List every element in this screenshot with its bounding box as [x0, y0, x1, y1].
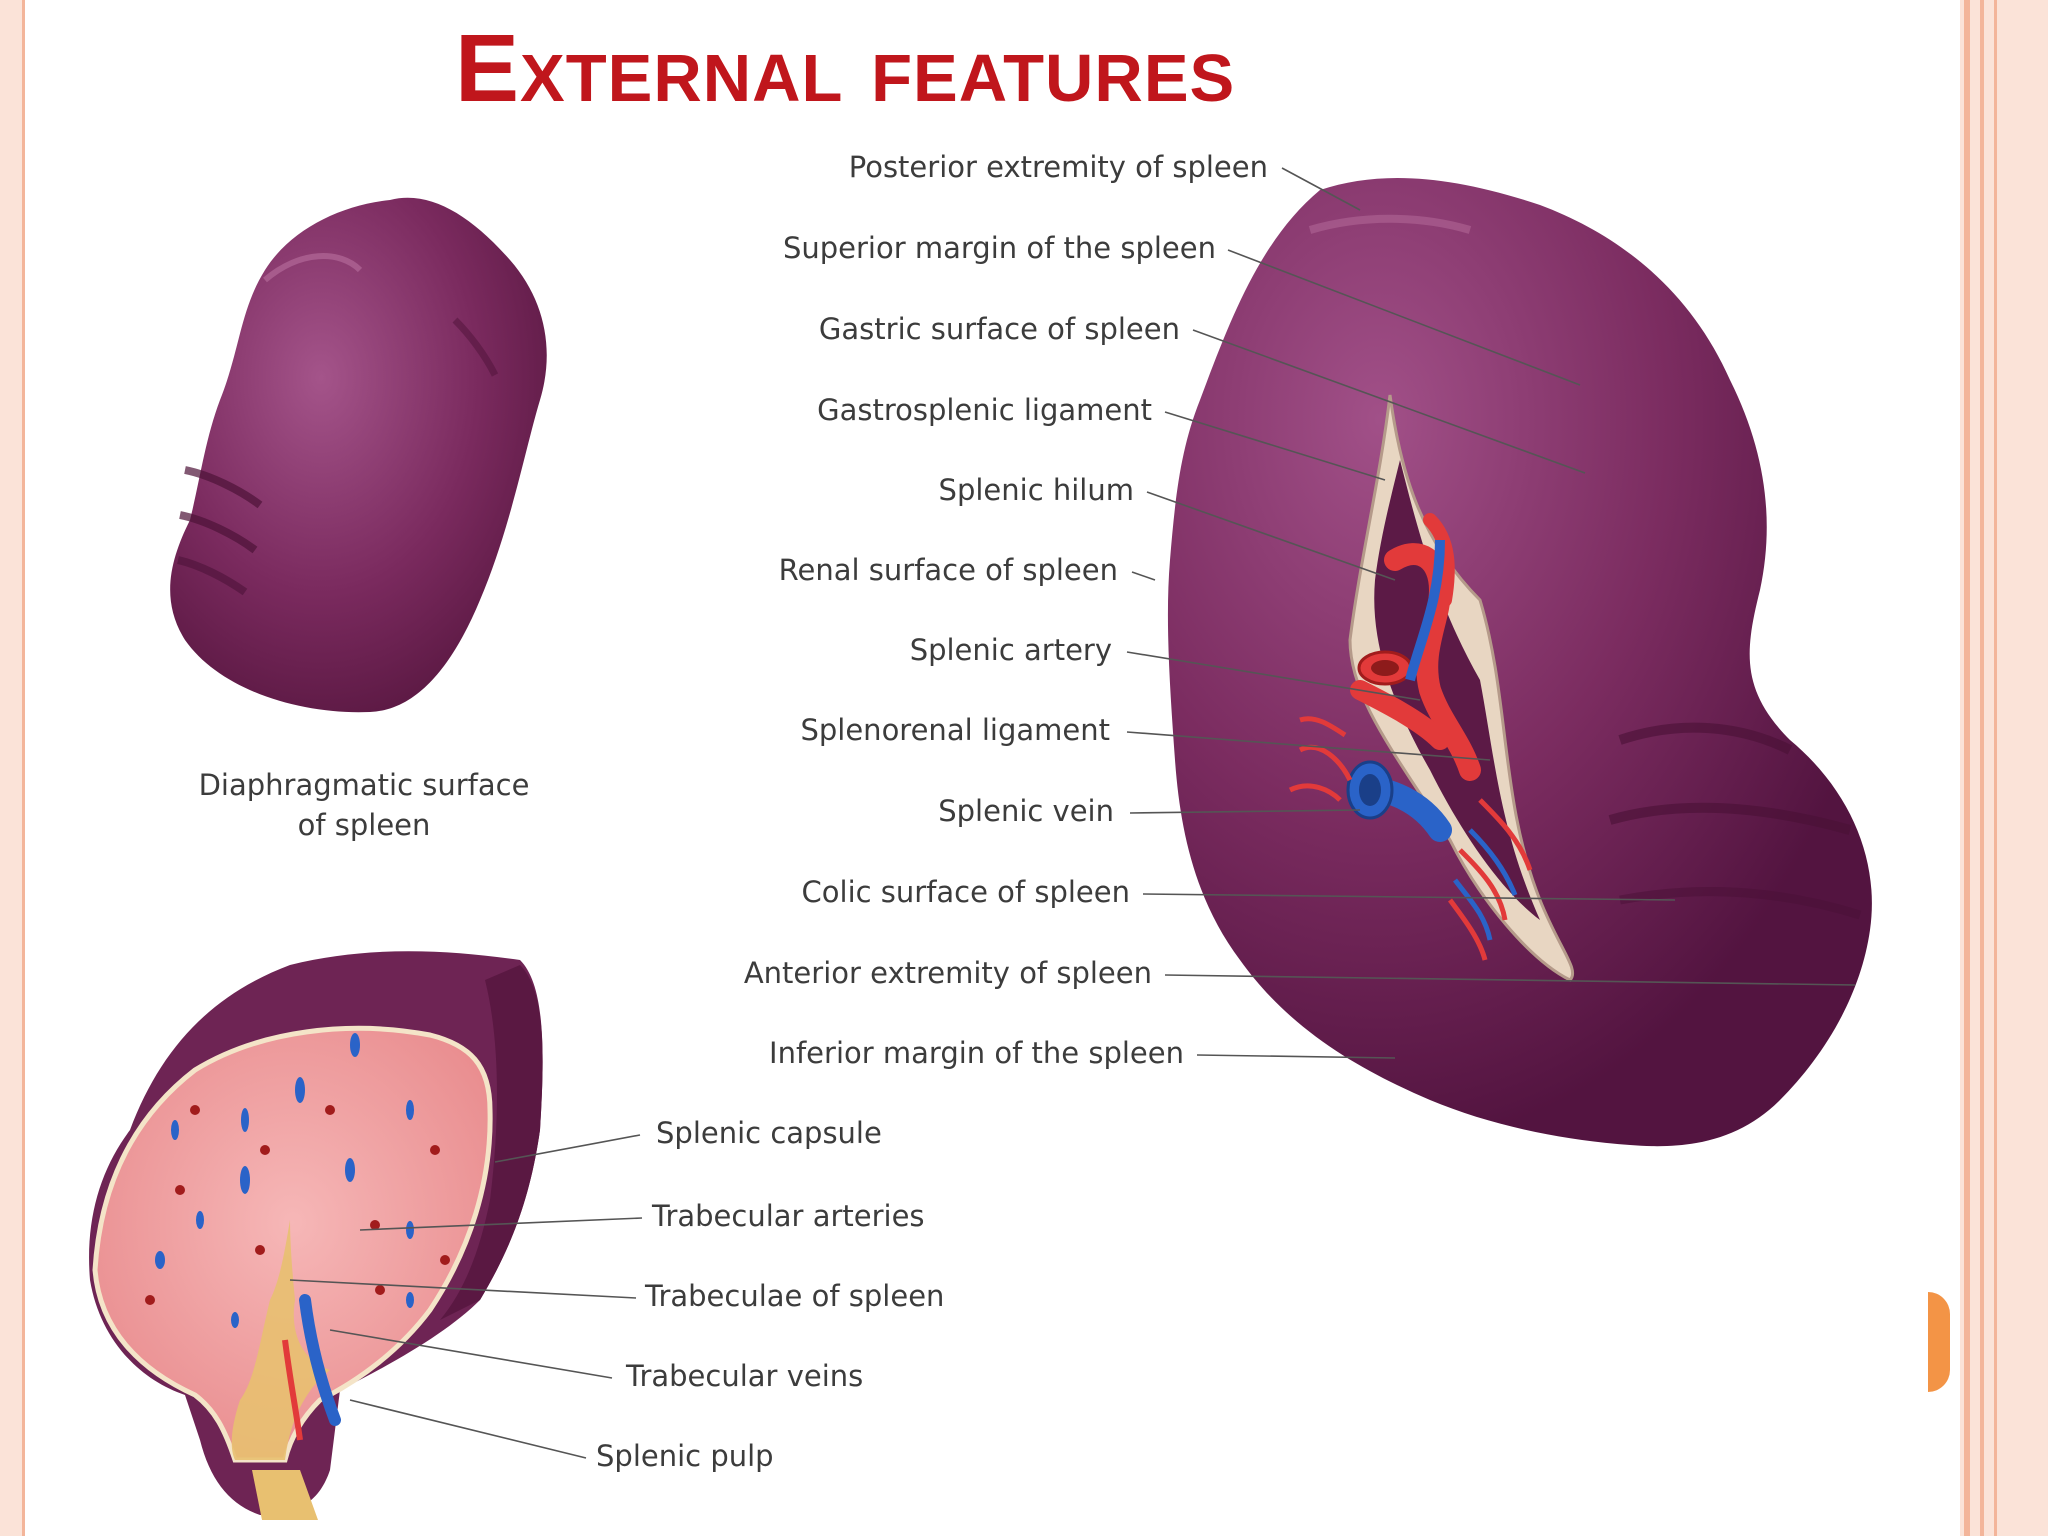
diaphragmatic-spleen	[170, 197, 547, 713]
label-trabeculae-of-spleen: Trabeculae of spleen	[645, 1279, 945, 1313]
visceral-spleen	[1167, 178, 1872, 1147]
label-renal-surface: Renal surface of spleen	[778, 553, 1118, 587]
label-splenic-capsule: Splenic capsule	[656, 1116, 882, 1150]
visceral-leader-lines	[1126, 167, 1856, 1059]
label-colic-surface: Colic surface of spleen	[801, 875, 1130, 909]
label-trabecular-arteries: Trabecular arteries	[652, 1199, 925, 1233]
label-diaphragmatic-surface: Diaphragmatic surface of spleen	[194, 765, 534, 845]
slide-tab-decoration	[1928, 1292, 1950, 1392]
slide-left-border	[0, 0, 25, 1536]
section-spleen	[89, 951, 543, 1520]
label-gastrosplenic-ligament: Gastrosplenic ligament	[817, 393, 1152, 427]
slide-right-border	[1960, 0, 2048, 1536]
label-splenic-hilum: Splenic hilum	[938, 473, 1134, 507]
label-posterior-extremity: Posterior extremity of spleen	[848, 150, 1268, 184]
slide-title: External features	[455, 15, 1236, 122]
label-splenic-artery: Splenic artery	[909, 633, 1112, 667]
label-splenic-vein: Splenic vein	[938, 794, 1114, 828]
label-anterior-extremity: Anterior extremity of spleen	[743, 956, 1152, 990]
section-leader-lines	[289, 1134, 643, 1459]
label-splenic-pulp: Splenic pulp	[596, 1439, 774, 1473]
label-inferior-margin: Inferior margin of the spleen	[769, 1036, 1184, 1070]
label-superior-margin: Superior margin of the spleen	[782, 231, 1216, 265]
label-diaphragmatic-line2: of spleen	[297, 808, 431, 842]
label-gastric-surface: Gastric surface of spleen	[818, 312, 1180, 346]
label-splenorenal-ligament: Splenorenal ligament	[800, 713, 1110, 747]
label-trabecular-veins: Trabecular veins	[626, 1359, 864, 1393]
label-diaphragmatic-line1: Diaphragmatic surface	[198, 768, 530, 802]
